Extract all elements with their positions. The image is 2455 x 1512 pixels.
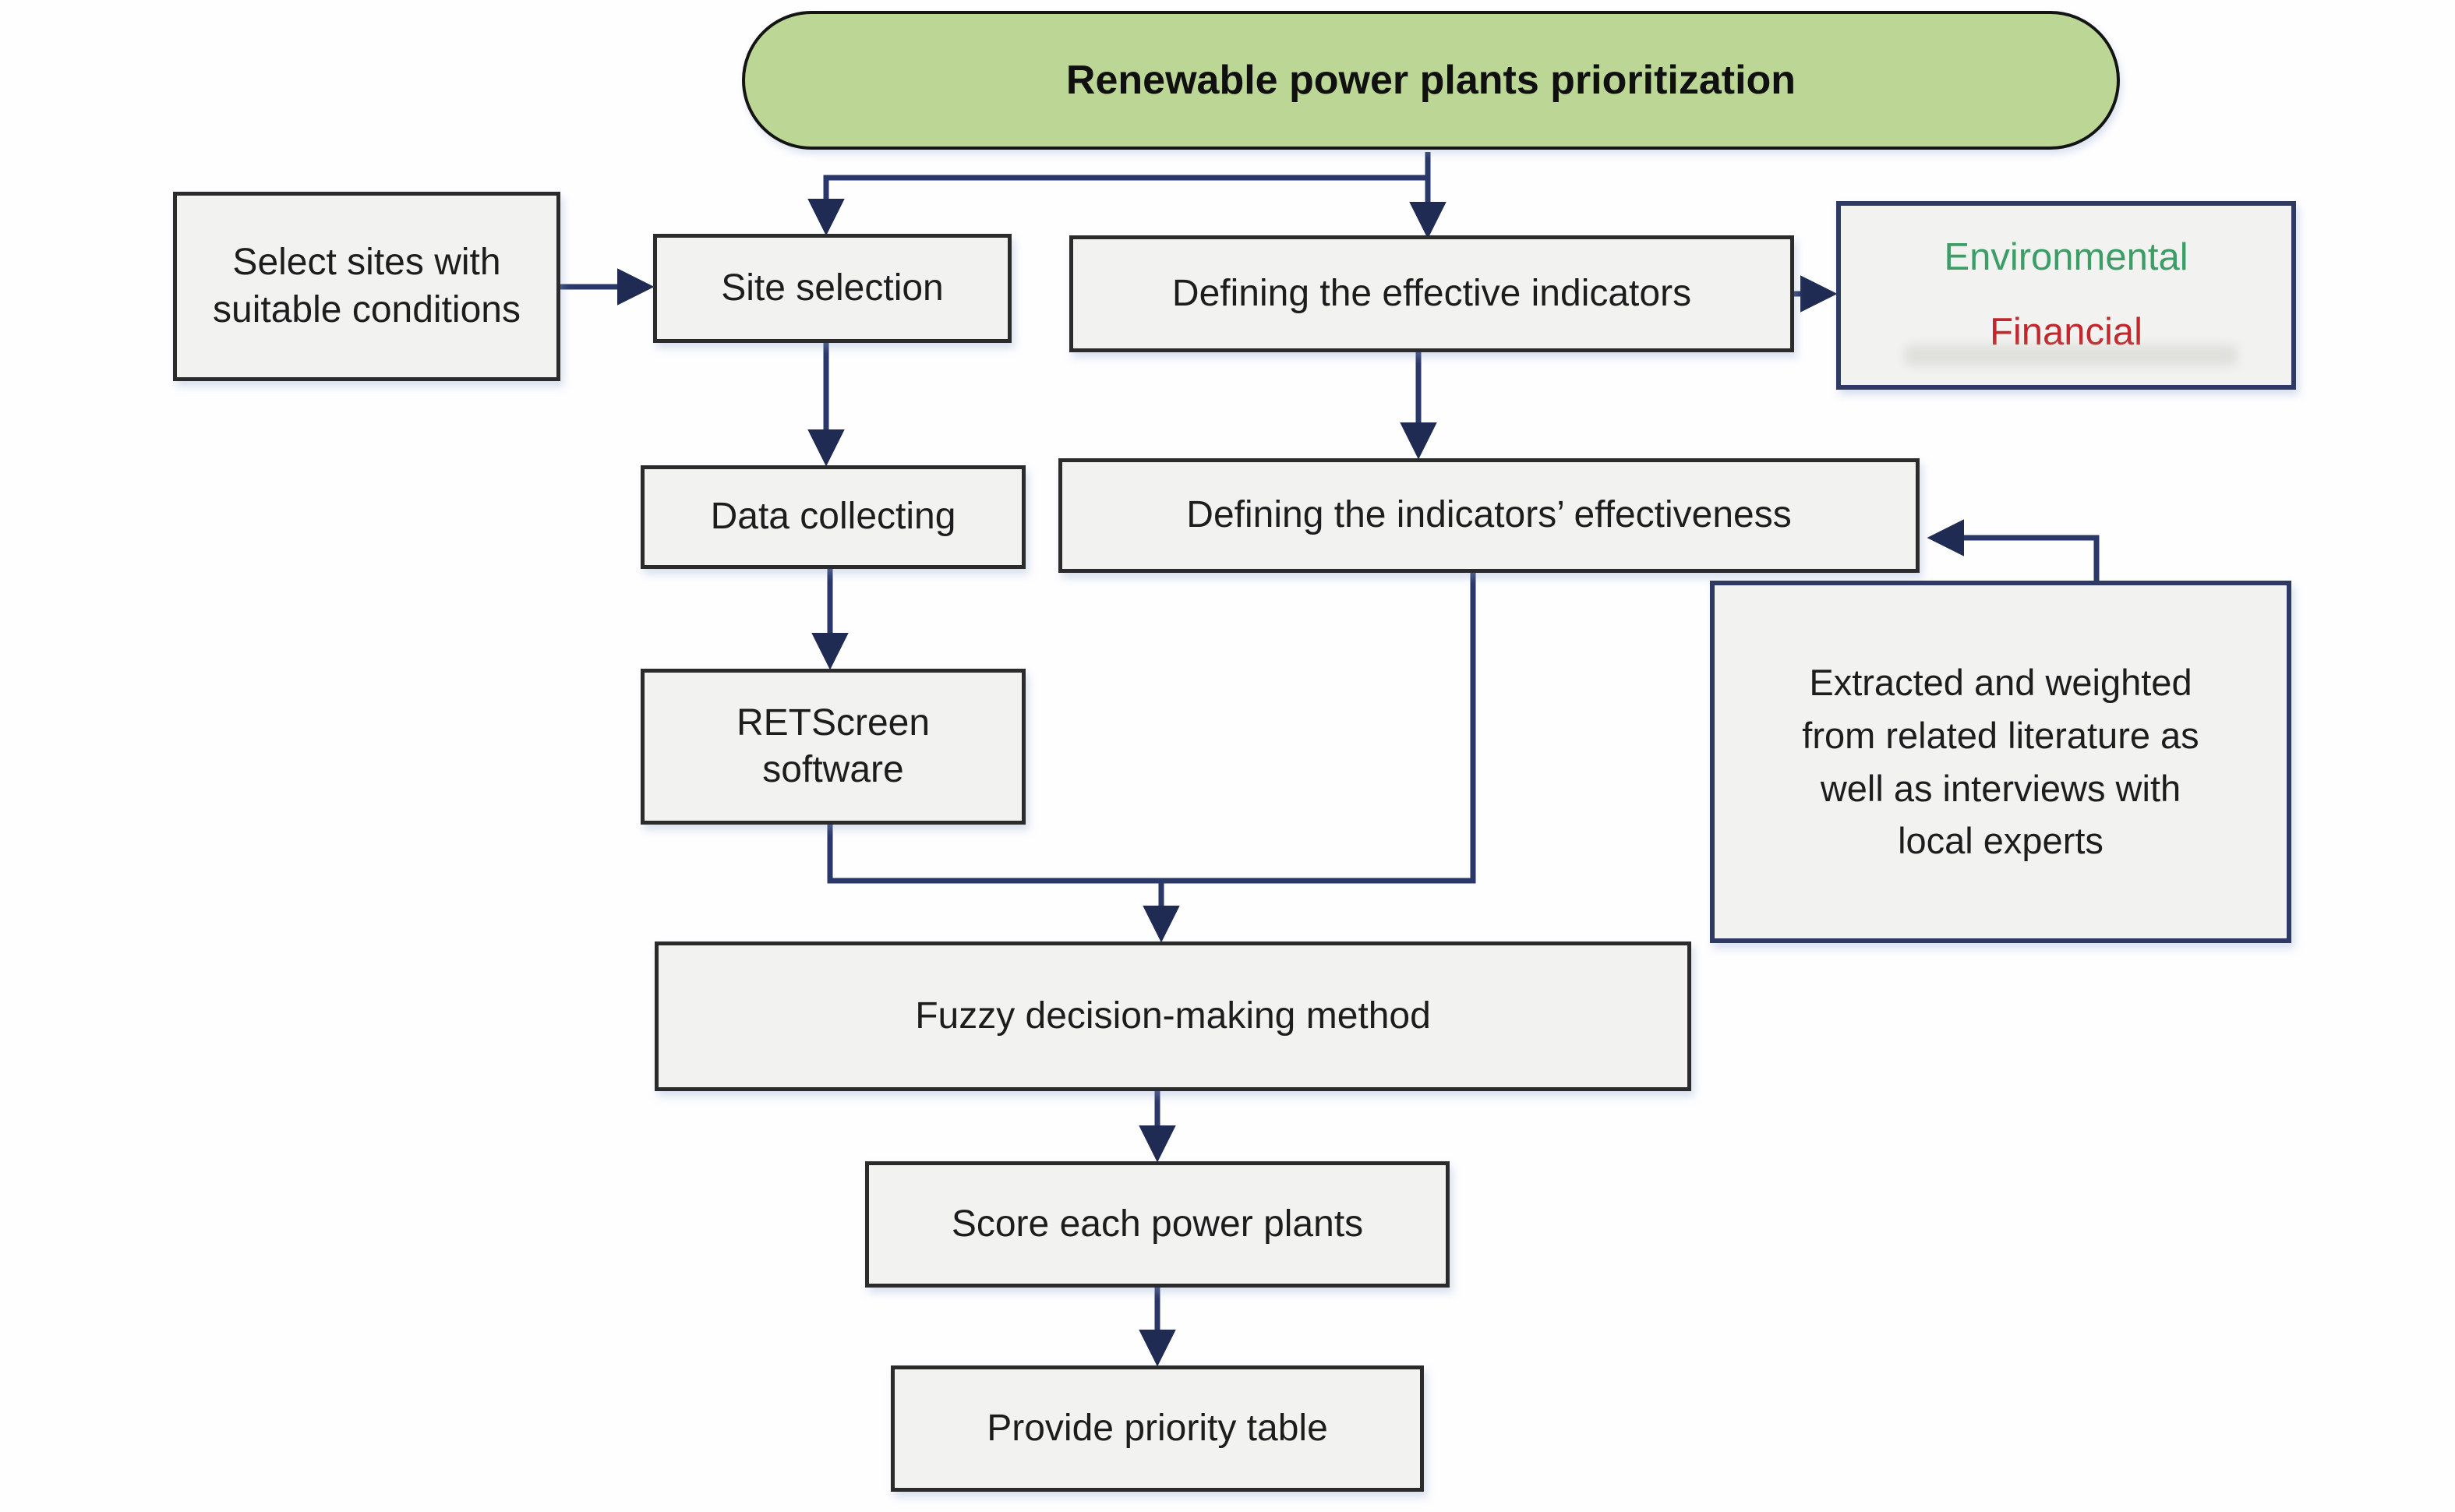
node-defining-indicators: Defining the effective indicators: [1069, 235, 1794, 352]
arrow-title-to-site-selection: [807, 152, 1431, 236]
node-priority-table-label: Provide priority table: [987, 1407, 1328, 1449]
flowchart-title: Renewable power plants prioritization: [1065, 58, 1796, 103]
node-extracted-weighted: Extracted and weighted from related lite…: [1710, 581, 2291, 943]
node-site-selection: Site selection: [653, 234, 1012, 343]
faded-text-artifact: [1903, 344, 2238, 366]
node-retscreen: RETScreen software: [641, 669, 1026, 825]
environmental-label: Environmental: [1944, 236, 2188, 279]
node-fuzzy-method-label: Fuzzy decision-making method: [915, 994, 1431, 1037]
node-extracted-weighted-label: Extracted and weighted from related lite…: [1802, 662, 2199, 862]
node-environmental-financial: Environmental Financial: [1836, 201, 2296, 390]
node-priority-table: Provide priority table: [891, 1365, 1424, 1492]
node-indicators-effectiveness-label: Defining the indicators’ effectiveness: [1186, 494, 1792, 536]
node-data-collecting: Data collecting: [641, 465, 1026, 569]
node-retscreen-label: RETScreen software: [736, 701, 931, 790]
node-site-selection-label: Site selection: [721, 267, 944, 309]
connector-merge-junction: [827, 573, 1476, 884]
node-fuzzy-method: Fuzzy decision-making method: [655, 941, 1691, 1091]
node-data-collecting-label: Data collecting: [710, 496, 956, 538]
node-score-plants: Score each power plants: [865, 1161, 1450, 1288]
node-title-pill: Renewable power plants prioritization: [742, 11, 2120, 150]
node-select-sites: Select sites with suitable conditions: [173, 192, 560, 381]
node-indicators-effectiveness: Defining the indicators’ effectiveness: [1058, 458, 1920, 573]
node-select-sites-label: Select sites with suitable conditions: [213, 242, 521, 330]
arrow-extracted-to-effectiveness: [1927, 519, 2100, 581]
node-score-plants-label: Score each power plants: [951, 1203, 1364, 1245]
financial-label: Financial: [1989, 311, 2143, 353]
node-defining-indicators-label: Defining the effective indicators: [1171, 272, 1692, 314]
